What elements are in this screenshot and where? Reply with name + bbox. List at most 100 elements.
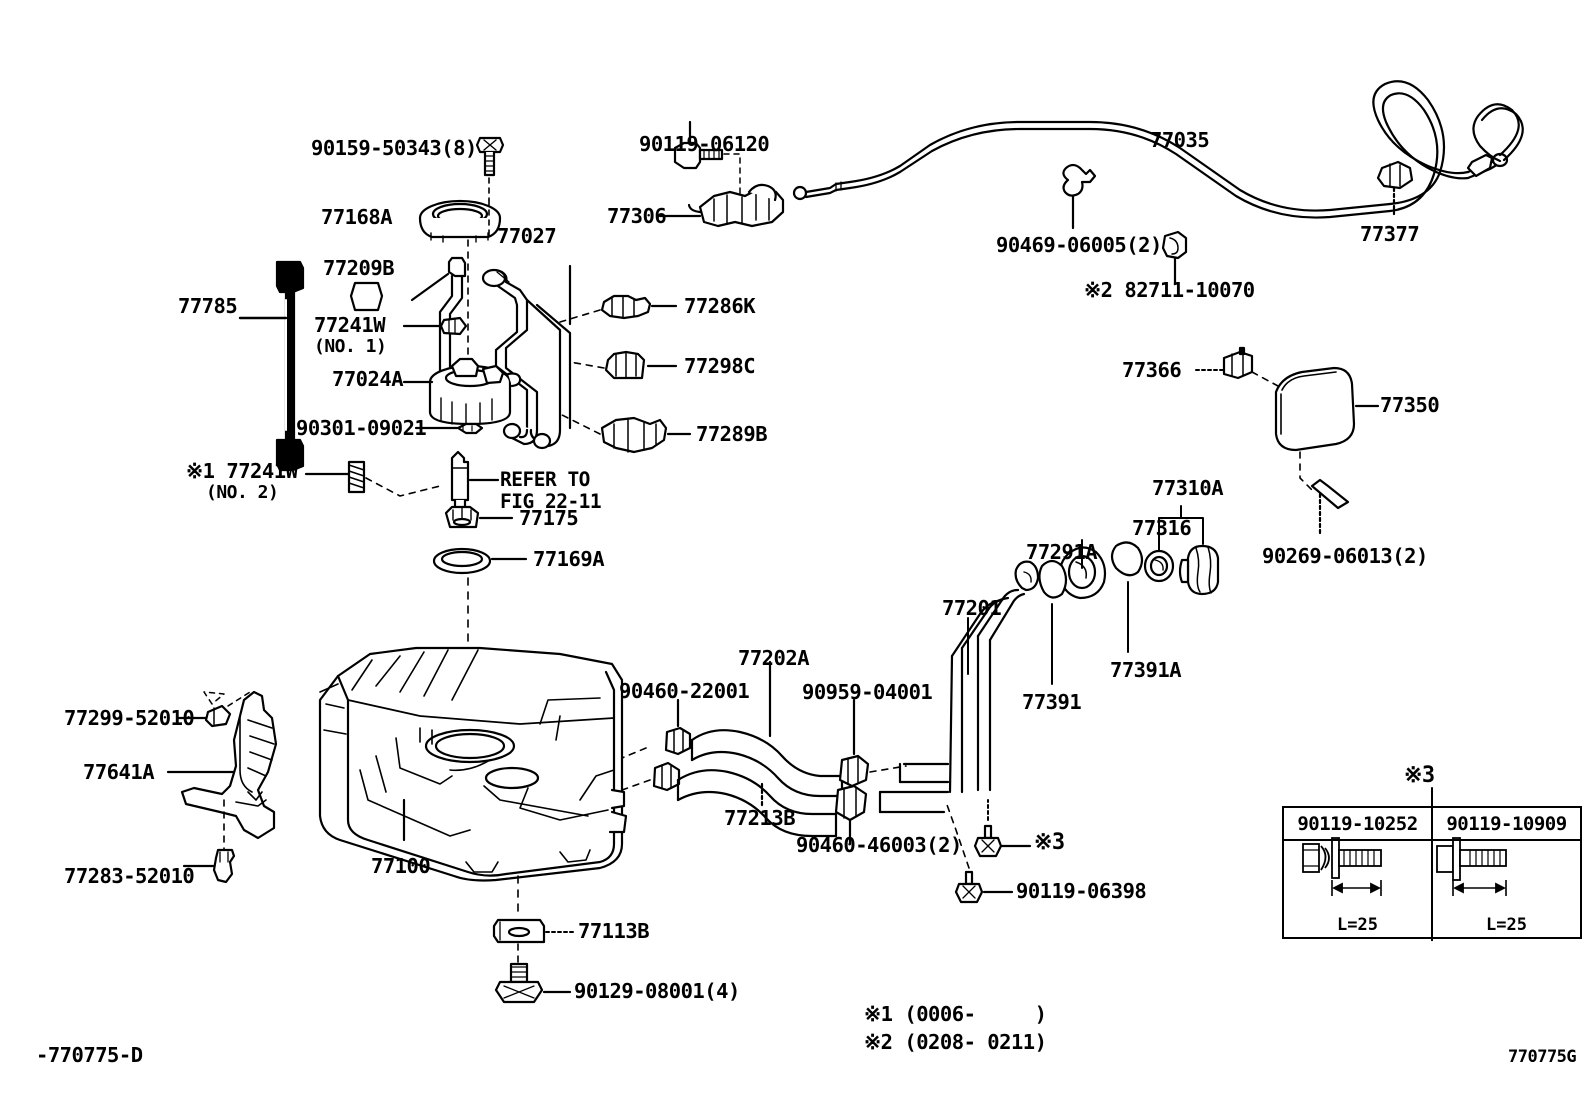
label-77241W-no1: 77241W: [314, 313, 386, 337]
label-77213B: 77213B: [724, 806, 796, 830]
label-77100: 77100: [371, 854, 431, 878]
filler-pipe-77201-art: [948, 560, 1040, 794]
label-90159-50343: 90159-50343(8): [311, 136, 477, 160]
cushion-77113B-art: [492, 918, 546, 944]
label-77202A: 77202A: [738, 646, 810, 670]
clamp-77209B-art: [349, 281, 384, 312]
bolt-table-col2-length: L=25: [1486, 915, 1527, 935]
label-77169A: 77169A: [533, 547, 605, 571]
label-77201: 77201: [942, 596, 1002, 620]
footnote-1: ※1 (0006- ): [864, 1002, 1047, 1026]
label-77299-52010: 77299-52010: [64, 706, 195, 730]
fuel-filter-art: [450, 450, 470, 510]
clip-77289B-art: [600, 416, 668, 454]
clip-77299-52010-art: [203, 691, 232, 728]
hose-77202A-art: [690, 729, 844, 798]
gasket-90301-09021-art: [456, 422, 484, 435]
label-77283-52010: 77283-52010: [64, 864, 195, 888]
bolt-77283-52010-art: [212, 848, 236, 884]
label-82711-10070: ※2 82711-10070: [1084, 278, 1255, 302]
label-77306: 77306: [607, 204, 667, 228]
clamp-90460-46003-art: [834, 784, 868, 846]
ring-77168A-art: [418, 199, 502, 243]
screw-90269-06013-art: [1310, 478, 1350, 538]
bolt-mark3-art: [973, 799, 1003, 858]
label-90119-06398: 90119-06398: [1016, 879, 1147, 903]
hose-77213B-art: [676, 769, 838, 838]
label-refer-to-line1: REFER TO: [500, 468, 590, 491]
gasket-77169A-art: [432, 547, 492, 575]
label-77175: 77175: [519, 506, 579, 530]
label-77289B: 77289B: [696, 422, 768, 446]
bolt-90119-06120-art: [673, 141, 724, 170]
label-77785: 77785: [178, 294, 238, 318]
label-77241W-no2-sub: (NO. 2): [206, 482, 279, 503]
label-77377: 77377: [1360, 222, 1420, 246]
label-90460-46003: 90460-46003(2): [796, 833, 962, 857]
label-77168A: 77168A: [321, 205, 393, 229]
label-mark3-table: ※3: [1404, 763, 1435, 788]
footnote-2: ※2 (0208- 0211): [864, 1030, 1047, 1054]
bolt-table-col2-cell: L=25: [1433, 841, 1580, 941]
bolt-table-col1-length: L=25: [1337, 915, 1378, 935]
bolt-90159-50343-art: [475, 136, 505, 177]
label-77298C: 77298C: [684, 354, 756, 378]
clip-90469-06005-art: [1062, 163, 1097, 230]
figure-code-right: 770775G: [1508, 1047, 1577, 1067]
bolt-table-col1-cell: L=25: [1284, 841, 1433, 941]
label-77350: 77350: [1380, 393, 1440, 417]
label-mark3-hose: ※3: [1034, 830, 1065, 855]
label-77027: 77027: [497, 224, 557, 248]
label-90301-09021: 90301-09021: [296, 416, 427, 440]
bolt-table-glyphs: [1302, 837, 1507, 896]
bolt-90129-08001-art: [494, 962, 544, 1004]
label-77035: 77035: [1150, 128, 1210, 152]
label-90129-08001: 90129-08001(4): [574, 979, 740, 1003]
label-77241W-no2: ※1 77241W: [186, 459, 298, 483]
bolt-reference-table: 90119-10252 90119-10909 L=25 L=25: [1282, 806, 1582, 941]
label-77310A: 77310A: [1152, 476, 1224, 500]
clip-77298C-art: [604, 350, 646, 380]
bolt-table-col2-part-no: 90119-10909: [1446, 813, 1567, 835]
label-77641A: 77641A: [83, 760, 155, 784]
label-77316: 77316: [1132, 516, 1192, 540]
clip-77175-art: [444, 505, 480, 529]
gasket-77316-art: [1143, 549, 1175, 583]
label-90119-06120: 90119-06120: [639, 132, 770, 156]
label-refer-to-line2: FIG 22-11: [500, 490, 602, 513]
bolt-90119-06398-art: [945, 801, 984, 904]
fuel-lid-77350-art: [1274, 366, 1356, 452]
fuel-cap-77310A-art: [1178, 544, 1220, 596]
label-90269-06013: 90269-06013(2): [1262, 544, 1428, 568]
ring-77391-art: [1038, 559, 1068, 599]
cable-77035-art: [792, 80, 1524, 219]
label-77113B: 77113B: [578, 919, 650, 943]
ring-77391A-art: [1110, 541, 1144, 577]
label-90959-04001: 90959-04001: [802, 680, 933, 704]
label-77209B: 77209B: [323, 256, 395, 280]
clip-77241W-no2-art: [347, 460, 366, 494]
label-77291A: 77291A: [1026, 540, 1098, 564]
clip-77377-art: [1376, 160, 1414, 216]
strap-77785-art: [275, 260, 305, 472]
bolt-table-col1-part-no: 90119-10252: [1284, 808, 1433, 839]
bracket-77641A-art: [180, 690, 278, 840]
clip-77241W-no1-art: [439, 316, 468, 336]
clamp-82711-10070-art: [1161, 230, 1188, 286]
clip-77286K-art: [600, 294, 652, 320]
label-90460-22001: 90460-22001: [619, 679, 750, 703]
label-77286K: 77286K: [684, 294, 756, 318]
label-77391: 77391: [1022, 690, 1082, 714]
fuel-tank-77100-art: [318, 646, 628, 882]
filler-connector-pipes-art: [878, 762, 950, 814]
label-77024A: 77024A: [332, 367, 404, 391]
clamp-90959-04001-art: [838, 698, 870, 788]
figure-code-left: -770775-D: [36, 1043, 143, 1067]
hinge-77366-art: [1222, 346, 1254, 380]
label-77241W-no1-sub: (NO. 1): [314, 336, 387, 357]
label-77391A: 77391A: [1110, 658, 1182, 682]
clamp-lower-left-art: [652, 761, 681, 792]
clamp-90460-22001-art: [664, 698, 692, 756]
